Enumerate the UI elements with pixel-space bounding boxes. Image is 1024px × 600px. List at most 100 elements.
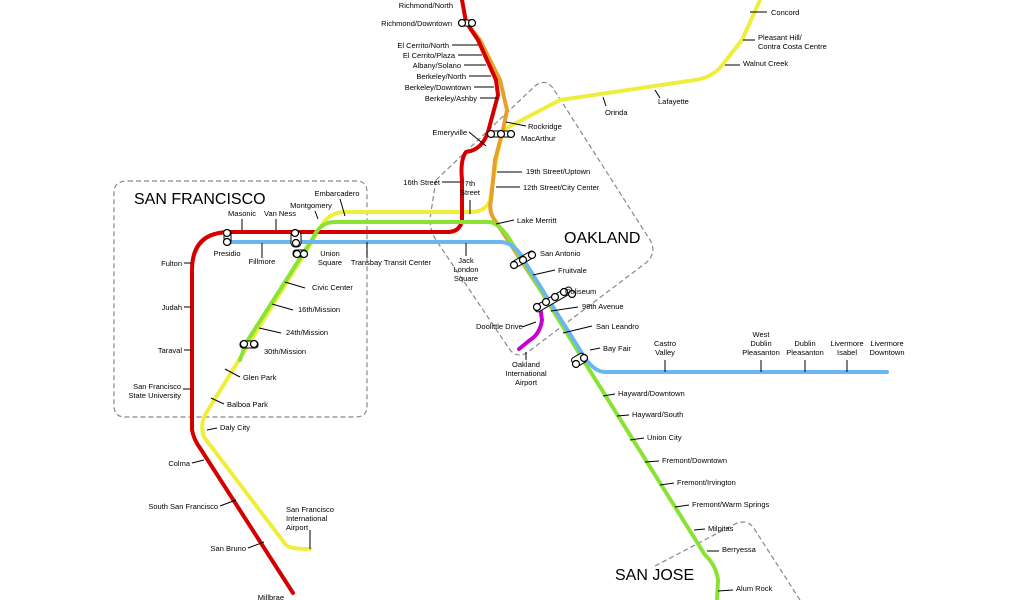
san-francisco-zone xyxy=(113,180,368,418)
transfer-bay-fair[interactable] xyxy=(570,352,589,369)
station-label-fruitvale[interactable]: Fruitvale xyxy=(558,266,587,275)
station-tick-24th-mission xyxy=(258,327,282,334)
station-label-transbay[interactable]: Transbay Transit Center xyxy=(351,258,432,267)
station-tick-embarcadero xyxy=(339,198,346,217)
station-label-embarcadero[interactable]: Embarcadero xyxy=(314,189,359,198)
station-label-16th-street[interactable]: 16th Street xyxy=(403,178,441,187)
station-label-berkeley-north[interactable]: Berkeley/North xyxy=(416,72,466,81)
station-tick-montgomery xyxy=(314,210,319,220)
station-tick-daly-city xyxy=(206,427,218,431)
station-label-el-cerrito-north[interactable]: El Cerrito/North xyxy=(397,41,449,50)
station-label-presidio[interactable]: Presidio xyxy=(213,249,240,258)
station-label-civic-center[interactable]: Civic Center xyxy=(312,283,353,292)
station-label-san-leandro[interactable]: San Leandro xyxy=(596,322,639,331)
station-label-98th-avenue[interactable]: 98th Avenue xyxy=(582,302,624,311)
station-label-masonic[interactable]: Masonic xyxy=(228,209,256,218)
station-label-glen-park[interactable]: Glen Park xyxy=(243,373,277,382)
station-label-colma[interactable]: Colma xyxy=(168,459,191,468)
station-label-fulton[interactable]: Fulton xyxy=(161,259,182,268)
transfer-30th-mission[interactable] xyxy=(239,339,259,349)
station-tick-emeryville xyxy=(468,131,487,147)
station-label-union-city[interactable]: Union City xyxy=(647,433,682,442)
station-tick-98th-avenue xyxy=(550,306,579,312)
transfer-markers xyxy=(222,18,589,369)
station-label-macarthur[interactable]: MacArthur xyxy=(521,134,556,143)
station-label-16th-mission[interactable]: 16th/Mission xyxy=(298,305,340,314)
station-label-hayward-south[interactable]: Hayward/South xyxy=(632,410,683,419)
station-label-daly-city[interactable]: Daly City xyxy=(220,423,250,432)
station-label-el-cerrito-plaza[interactable]: El Cerrito/Plaza xyxy=(403,51,456,60)
transfer-macarthur[interactable] xyxy=(486,129,516,139)
red-line xyxy=(190,0,500,595)
station-label-pleasant-hill[interactable]: Pleasant Hill/Contra Costa Centre xyxy=(758,33,827,51)
station-label-fremont-downtown[interactable]: Fremont/Downtown xyxy=(662,456,727,465)
station-label-coliseum[interactable]: Coliseum xyxy=(565,287,596,296)
region-label-san-jose: SAN JOSE xyxy=(615,567,694,584)
station-label-30th-mission[interactable]: 30th/Mission xyxy=(264,347,306,356)
station-label-orinda[interactable]: Orinda xyxy=(605,108,628,117)
station-label-fillmore[interactable]: Fillmore xyxy=(249,257,276,266)
region-label-oakland: OAKLAND xyxy=(564,230,640,247)
station-label-richmond-north[interactable]: Richmond/North xyxy=(399,1,453,10)
station-tick-fruitvale xyxy=(532,269,556,276)
station-tick-san-bruno xyxy=(247,541,265,549)
station-label-bay-fair[interactable]: Bay Fair xyxy=(603,344,631,353)
station-label-south-sf[interactable]: South San Francisco xyxy=(148,502,218,511)
station-label-judah[interactable]: Judah xyxy=(162,303,182,312)
station-tick-orinda xyxy=(602,96,607,107)
station-tick-fremont-warm-springs xyxy=(674,504,690,508)
station-label-richmond-downtown[interactable]: Richmond/Downtown xyxy=(381,19,452,28)
station-label-berryessa[interactable]: Berryessa xyxy=(722,545,757,554)
region-zones xyxy=(113,81,801,600)
station-label-alum-rock[interactable]: Alum Rock xyxy=(736,584,773,593)
station-tick-rockridge xyxy=(505,121,527,127)
station-label-berkeley-ashby[interactable]: Berkeley/Ashby xyxy=(425,94,477,103)
station-label-walnut-creek[interactable]: Walnut Creek xyxy=(743,59,788,68)
station-label-fremont-irvington[interactable]: Fremont/Irvington xyxy=(677,478,736,487)
station-tick-fremont-irvington xyxy=(659,482,675,486)
station-label-lake-merritt[interactable]: Lake Merritt xyxy=(517,216,558,225)
station-label-hayward-downtown[interactable]: Hayward/Downtown xyxy=(618,389,685,398)
station-label-emeryville[interactable]: Emeryville xyxy=(432,128,467,137)
station-label-balboa-park[interactable]: Balboa Park xyxy=(227,400,268,409)
transfer-civic[interactable] xyxy=(292,249,309,259)
transfer-richmond[interactable] xyxy=(457,18,477,28)
station-label-rockridge[interactable]: Rockridge xyxy=(528,122,562,131)
transfer-montgomery[interactable] xyxy=(290,228,302,248)
station-label-concord[interactable]: Concord xyxy=(771,8,799,17)
station-tick-south-sf xyxy=(219,499,237,507)
station-label-millbrae[interactable]: Millbrae xyxy=(258,593,284,600)
transfer-presidio[interactable] xyxy=(222,228,232,247)
station-tick-union-city xyxy=(629,437,645,441)
station-label-van-ness[interactable]: Van Ness xyxy=(264,209,296,218)
transfer-coliseum[interactable] xyxy=(532,286,577,313)
station-label-san-antonio[interactable]: San Antonio xyxy=(540,249,580,258)
station-label-19th-street[interactable]: 19th Street/Uptown xyxy=(526,167,590,176)
station-label-montgomery[interactable]: Montgomery xyxy=(290,201,332,210)
station-label-albany-solano[interactable]: Albany/Solano xyxy=(413,61,461,70)
station-label-milpitas[interactable]: Milpitas xyxy=(708,524,734,533)
station-tick-civic-center xyxy=(284,281,306,289)
station-label-12th-street[interactable]: 12th Street/City Center xyxy=(523,183,600,192)
station-label-fremont-warm-springs[interactable]: Fremont/Warm Springs xyxy=(692,500,769,509)
transfer-san-antonio[interactable] xyxy=(509,250,537,270)
station-tick-glen-park xyxy=(224,368,241,378)
station-label-lafayette[interactable]: Lafayette xyxy=(658,97,689,106)
station-label-san-bruno[interactable]: San Bruno xyxy=(211,544,246,553)
station-label-berkeley-downtown[interactable]: Berkeley/Downtown xyxy=(405,83,471,92)
station-label-24th-mission[interactable]: 24th/Mission xyxy=(286,328,328,337)
station-label-doolittle[interactable]: Doolittle Drive xyxy=(476,322,523,331)
station-label-taraval[interactable]: Taraval xyxy=(158,346,183,355)
